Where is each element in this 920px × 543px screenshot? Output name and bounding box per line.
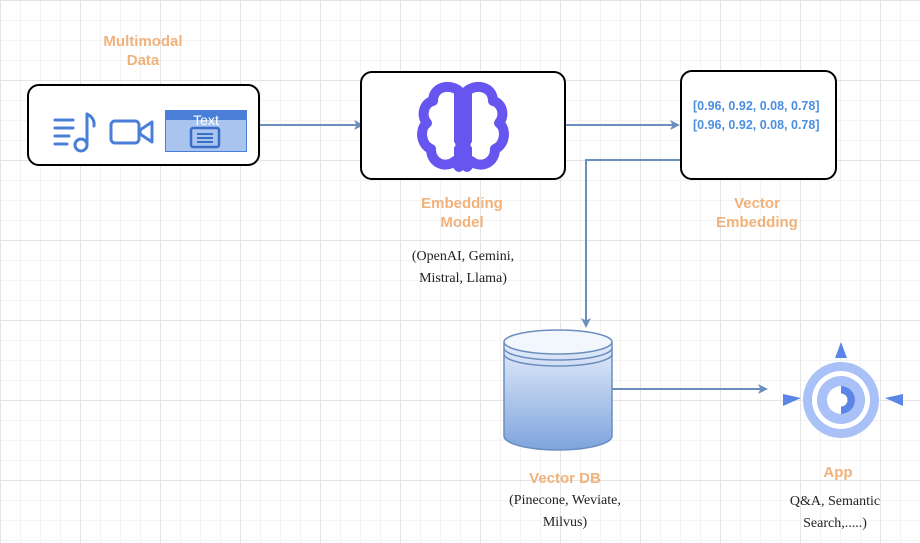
embedding-model-note-line2: Mistral, Llama) xyxy=(419,271,507,286)
app-engine-icon[interactable] xyxy=(781,340,905,444)
embedding-model-box[interactable] xyxy=(360,71,566,180)
vector-embedding-label-line2: Embedding xyxy=(716,214,798,231)
multimodal-data-label: Multimodal Data xyxy=(83,32,203,70)
embedding-model-note: (OpenAI, Gemini, Mistral, Llama) xyxy=(388,246,538,290)
app-note-line1: Q&A, Semantic xyxy=(789,494,881,509)
text-document-icon: Text xyxy=(165,110,247,152)
embedding-model-label-line2: Model xyxy=(440,214,484,231)
vector-embedding-box[interactable]: [0.96, 0.92, 0.08, 0.78] [0.96, 0.92, 0.… xyxy=(680,70,837,180)
multimodal-label-line1: Multimodal xyxy=(103,33,183,50)
app-note-line2: Search,.....) xyxy=(803,516,867,531)
music-list-icon xyxy=(53,112,96,153)
text-icon-label: Text xyxy=(193,112,219,128)
vector-value-1: [0.96, 0.92, 0.08, 0.78] xyxy=(693,99,820,113)
video-camera-icon xyxy=(109,119,154,145)
embedding-model-label-line1: Embedding xyxy=(421,195,503,212)
vector-value-2: [0.96, 0.92, 0.08, 0.78] xyxy=(693,118,820,132)
vector-embedding-label-line1: Vector xyxy=(734,195,780,212)
brain-icon xyxy=(417,81,509,172)
embedding-model-label: Embedding Model xyxy=(402,194,522,232)
multimodal-label-line2: Data xyxy=(126,52,160,69)
vector-db-note-line1: (Pinecone, Weviate, xyxy=(509,493,621,508)
app-note: Q&A, Semantic Search,.....) xyxy=(760,491,910,535)
vector-db-note-line2: Milvus) xyxy=(542,515,588,530)
embedding-model-note-line1: (OpenAI, Gemini, xyxy=(411,249,515,264)
database-cylinder-icon[interactable] xyxy=(502,328,614,452)
arrow-embedding-to-db xyxy=(581,159,680,328)
app-label: App xyxy=(823,464,853,481)
vector-db-note: (Pinecone, Weviate, Milvus) xyxy=(490,490,640,534)
multimodal-data-box[interactable]: Text xyxy=(27,84,260,166)
vector-db-label: Vector DB xyxy=(529,470,601,487)
vector-embedding-label: Vector Embedding xyxy=(697,194,817,232)
